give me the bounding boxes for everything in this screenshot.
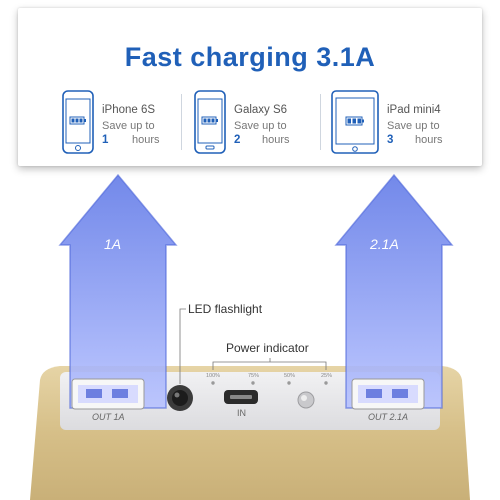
device-hours: 1 bbox=[102, 134, 109, 146]
indicator-75-label: 75% bbox=[248, 373, 260, 379]
micro-usb-port bbox=[224, 390, 258, 404]
indicator-dot bbox=[287, 381, 291, 385]
divider bbox=[320, 94, 321, 150]
indicator-25-label: 25% bbox=[321, 373, 333, 379]
device-hours: 2 bbox=[234, 134, 241, 146]
device-galaxy: Galaxy S6 Save up to 2 hours bbox=[194, 90, 344, 160]
device-save-text: Save up to bbox=[102, 120, 155, 132]
arrow-label-1a: 1A bbox=[104, 236, 122, 252]
device-name: iPad mini4 bbox=[387, 104, 441, 116]
phone-icon bbox=[194, 90, 226, 154]
indicator-dot bbox=[211, 381, 215, 385]
indicator-dot bbox=[324, 381, 328, 385]
headline: Fast charging 3.1A bbox=[124, 42, 376, 72]
tablet-icon bbox=[331, 90, 379, 154]
device-hours-unit: hours bbox=[415, 134, 443, 146]
info-card: Fast charging 3.1A iPhone 6S Save up to … bbox=[18, 8, 482, 166]
usb-port-out2 bbox=[351, 378, 425, 410]
led-flashlight bbox=[167, 385, 193, 411]
device-hours-unit: hours bbox=[262, 134, 290, 146]
led-callout-line bbox=[179, 308, 186, 384]
device-hours: 3 bbox=[387, 134, 394, 146]
device-hours-unit: hours bbox=[132, 134, 160, 146]
in-label: IN bbox=[237, 408, 246, 418]
out-2-1a-label: OUT 2.1A bbox=[368, 412, 409, 422]
indicator-100-label: 100% bbox=[206, 373, 221, 379]
led-flashlight-label: LED flashlight bbox=[188, 302, 263, 316]
arrow-2-1a bbox=[334, 173, 454, 409]
device-save-text: Save up to bbox=[387, 120, 440, 132]
out-1a-label: OUT 1A bbox=[92, 412, 125, 422]
usb-port-out1 bbox=[71, 378, 145, 410]
power-indicator-label: Power indicator bbox=[226, 341, 309, 355]
phone-icon bbox=[62, 90, 94, 154]
device-name: Galaxy S6 bbox=[234, 104, 288, 116]
indicator-dot bbox=[251, 381, 255, 385]
device-name: iPhone 6S bbox=[102, 104, 156, 116]
indicator-50-label: 50% bbox=[284, 373, 296, 379]
arrow-label-2-1a: 2.1A bbox=[370, 236, 399, 252]
device-iphone: iPhone 6S Save up to 1 hours bbox=[62, 90, 212, 160]
arrow-1a bbox=[58, 173, 178, 409]
device-ipad: iPad mini4 Save up to 3 hours bbox=[331, 90, 481, 160]
divider bbox=[181, 94, 182, 150]
device-save-text: Save up to bbox=[234, 120, 287, 132]
power-callout-line bbox=[212, 361, 327, 370]
